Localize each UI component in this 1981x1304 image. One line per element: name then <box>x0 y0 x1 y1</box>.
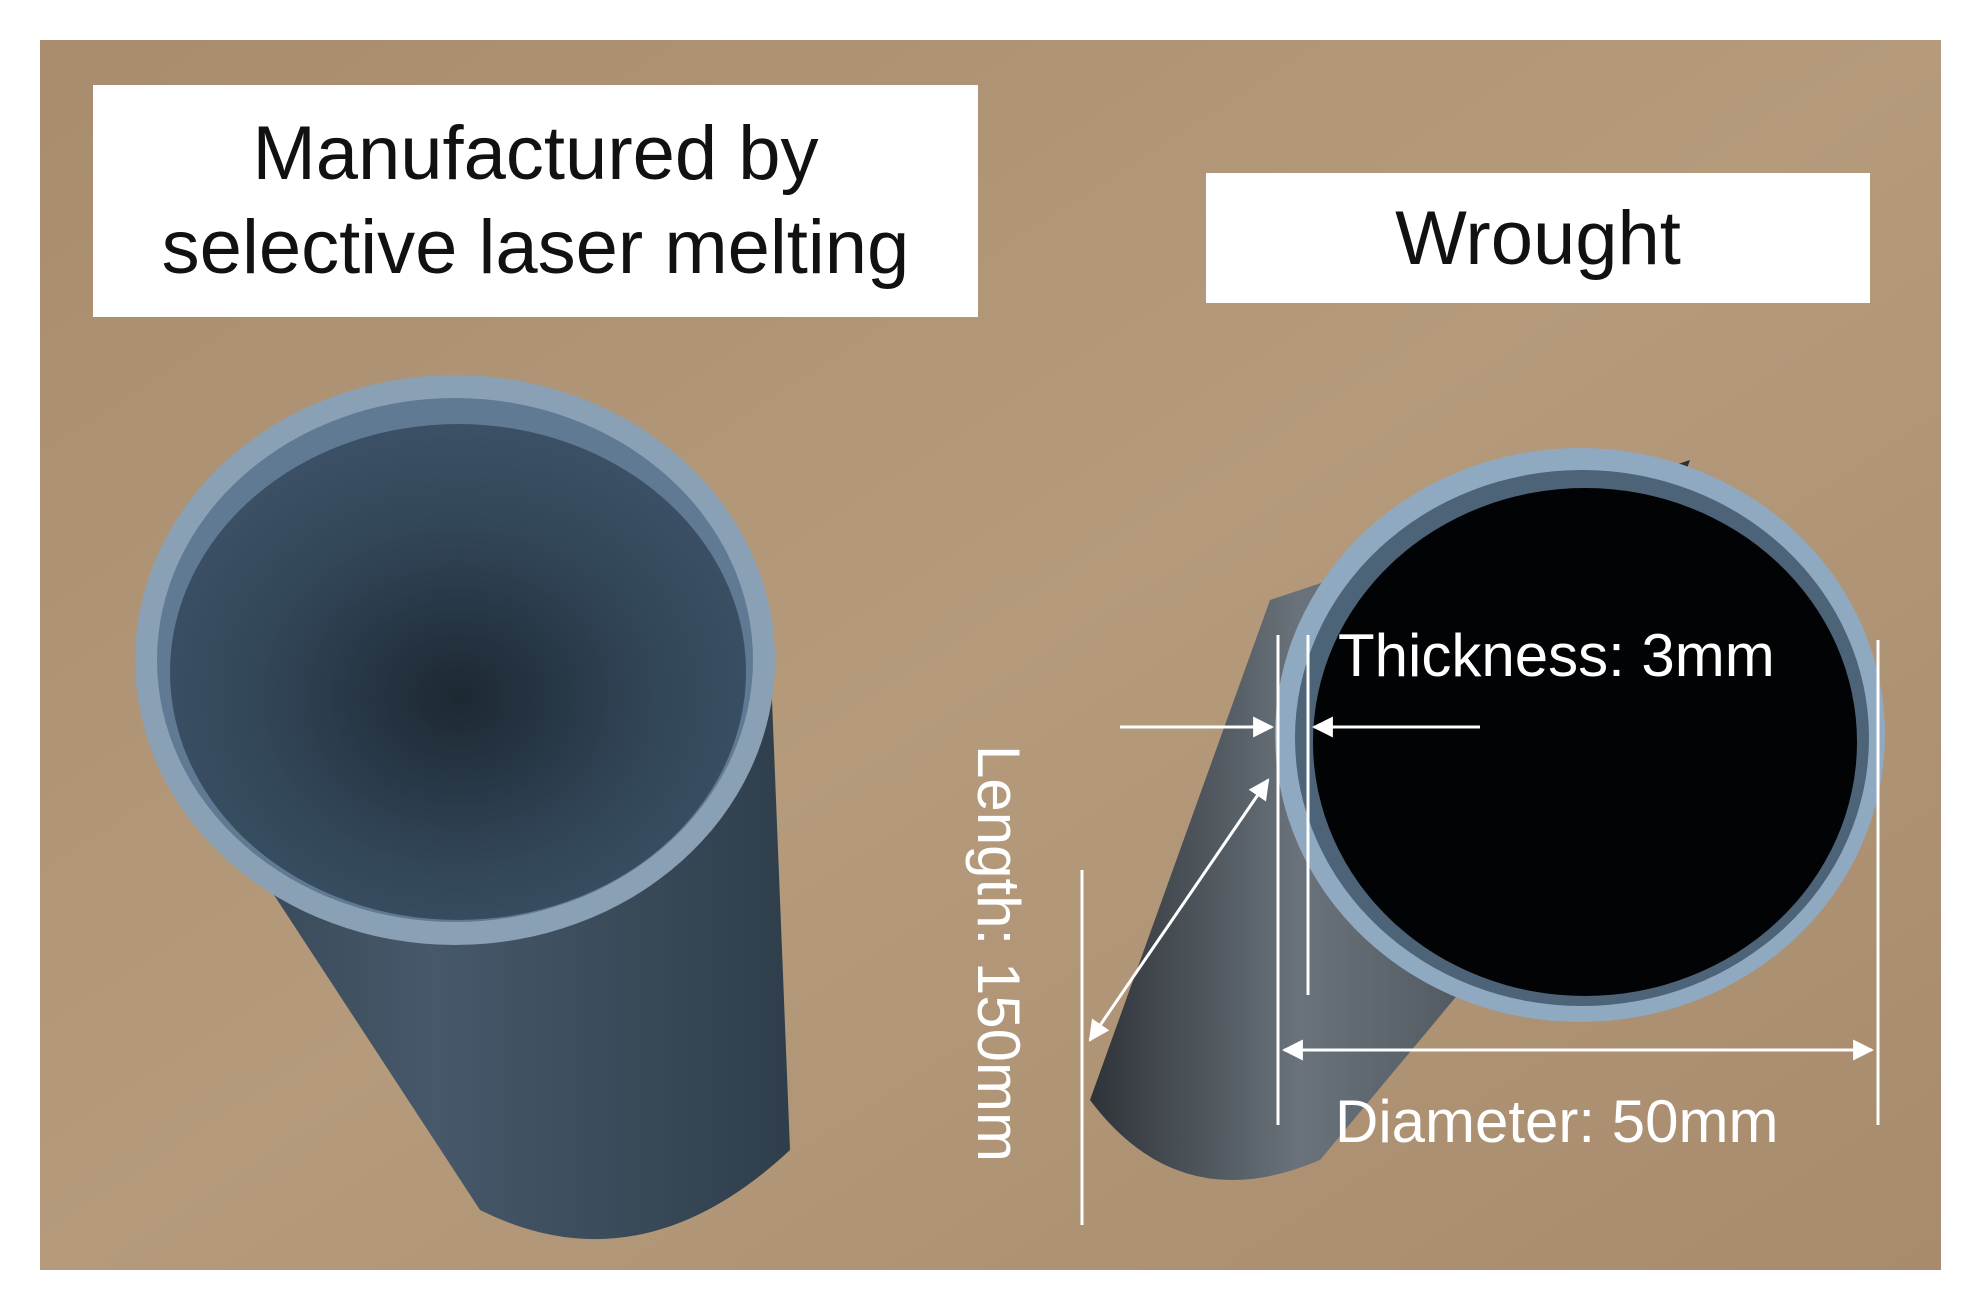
thickness-annotation: Thickness: 3mm <box>1338 622 1775 689</box>
diameter-annotation: Diameter: 50mm <box>1335 1088 1778 1155</box>
slm-tube <box>135 375 790 1240</box>
length-arrow <box>1088 778 1270 1042</box>
slm-label-line2: selective laser melting <box>161 205 910 290</box>
slm-label-line1: Manufactured by <box>252 111 819 196</box>
dimension-annotations <box>1080 635 1880 1225</box>
slm-label: Manufactured by selective laser melting <box>93 85 978 317</box>
length-annotation: Length: 150mm <box>965 745 1032 1162</box>
wrought-label: Wrought <box>1206 173 1870 303</box>
wrought-label-text: Wrought <box>1395 195 1681 281</box>
